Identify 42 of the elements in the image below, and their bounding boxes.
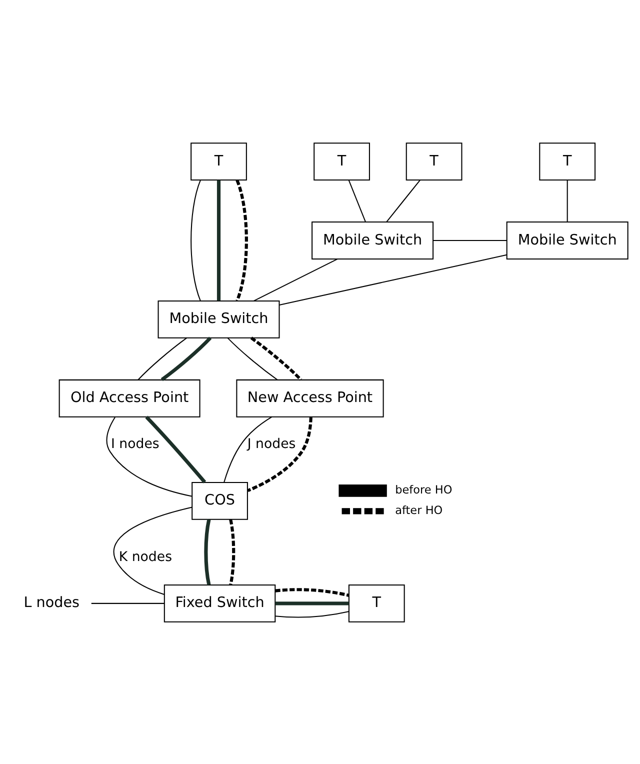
node-box: Old Access Point	[58, 378, 200, 417]
legend-label: before HO	[395, 483, 452, 496]
node-box: Mobile Switch	[312, 221, 434, 259]
node-box: New Access Point	[236, 378, 384, 417]
connector	[275, 588, 350, 596]
connector	[91, 602, 164, 604]
connector	[227, 337, 278, 380]
node-box: Fixed Switch	[164, 584, 276, 622]
node-box: T	[348, 584, 405, 622]
connector	[433, 239, 507, 241]
connector	[138, 337, 188, 380]
connector	[160, 336, 212, 381]
connector	[279, 254, 507, 306]
connector	[216, 180, 221, 300]
connector	[190, 179, 201, 300]
connector	[566, 180, 568, 222]
connector	[145, 415, 206, 483]
connector	[250, 336, 302, 380]
connector	[204, 518, 211, 585]
edge-label: I nodes	[111, 436, 160, 452]
node-box: T	[190, 142, 247, 180]
legend-label: after HO	[395, 504, 443, 517]
node-box: T	[539, 142, 596, 180]
edge-label: K nodes	[118, 549, 172, 564]
connector	[348, 179, 366, 222]
connector	[106, 416, 192, 496]
edge-label: J nodes	[247, 436, 296, 452]
connector	[275, 610, 350, 618]
node-box: Mobile Switch	[158, 300, 280, 338]
node-box: Mobile Switch	[506, 221, 628, 259]
connector	[386, 179, 420, 222]
connector	[224, 416, 272, 482]
node-text: L nodes	[24, 594, 80, 611]
connector	[236, 179, 248, 301]
connector	[229, 518, 236, 585]
node-box: T	[314, 142, 370, 180]
connector	[247, 416, 312, 492]
connector	[254, 258, 338, 301]
node-box: T	[406, 142, 462, 180]
connector	[113, 506, 192, 594]
node-box: COS	[192, 481, 248, 520]
connector	[275, 601, 349, 605]
